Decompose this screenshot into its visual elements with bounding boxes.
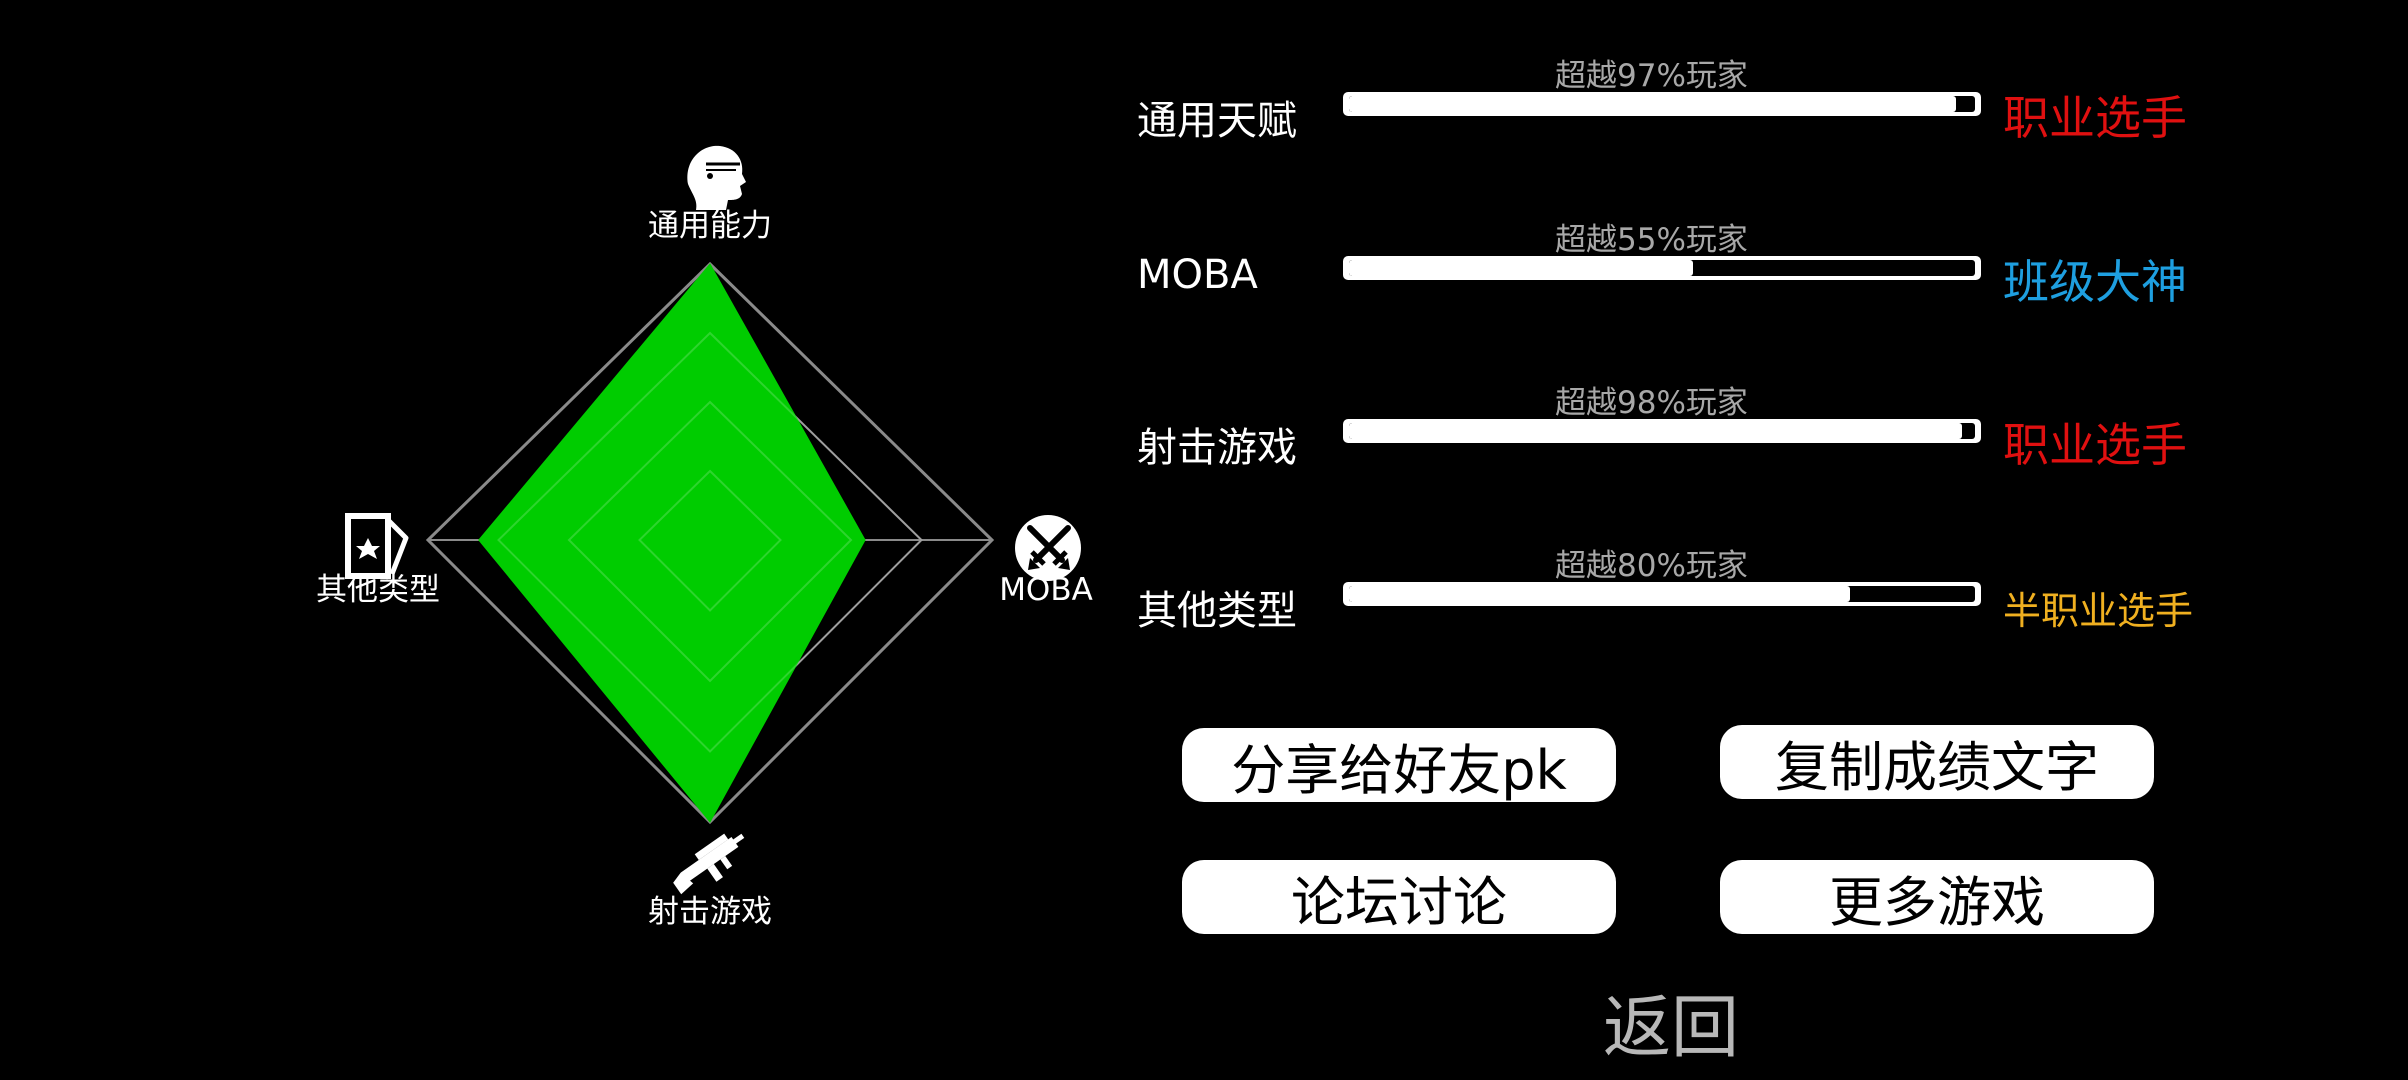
playing-card-icon (345, 513, 409, 579)
progress-bar (1343, 92, 1981, 116)
stat-rank: 班级大神 (2003, 255, 2187, 309)
stat-name: 射击游戏 (1137, 425, 1297, 471)
progress-fill (1349, 96, 1957, 112)
radar-axis-label: 其他类型 (316, 572, 440, 608)
progress-fill (1349, 586, 1850, 602)
stat-percentile: 超越80%玩家 (1555, 548, 1748, 584)
progress-track (1349, 423, 1975, 439)
rifle-icon (673, 833, 745, 895)
forum-discussion-button[interactable]: 论坛讨论 (1182, 860, 1616, 934)
radar-inner-ring (567, 400, 853, 683)
radar-axis-label: 射击游戏 (648, 894, 772, 930)
copy-results-button[interactable]: 复制成绩文字 (1720, 725, 2154, 799)
radar-inner-ring (497, 331, 923, 753)
stat-row: 射击游戏 超越98%玩家职业选手 (1137, 367, 2217, 477)
stat-name: 通用天赋 (1137, 98, 1297, 144)
progress-bar (1343, 582, 1981, 606)
progress-fill (1349, 260, 1694, 276)
share-pk-button[interactable]: 分享给好友pk (1182, 728, 1616, 802)
more-games-button[interactable]: 更多游戏 (1720, 860, 2154, 934)
radar-labels: 通用能力 MOBA 射击游戏 其他类型 (316, 208, 1093, 930)
stat-rank: 职业选手 (2003, 418, 2187, 472)
radar-axis-label: 通用能力 (648, 208, 772, 244)
stat-row: 其他类型 超越80%玩家半职业选手 (1137, 530, 2217, 640)
progress-bar (1343, 419, 1981, 443)
progress-fill (1349, 423, 1963, 439)
stat-rank: 职业选手 (2003, 91, 2187, 145)
radar-inner-ring (638, 469, 782, 612)
stat-percentile: 超越98%玩家 (1555, 385, 1748, 421)
stat-row: 通用天赋 超越97%玩家职业选手 (1137, 40, 2217, 150)
progress-bar (1343, 256, 1981, 280)
progress-track (1349, 260, 1975, 276)
back-button[interactable]: 返回 (1602, 989, 1739, 1068)
radar-area (478, 263, 866, 823)
radar-axis-label: MOBA (999, 572, 1093, 608)
progress-track (1349, 586, 1975, 602)
crossed-swords-icon (1015, 515, 1081, 581)
radar-chart: 通用能力 MOBA 射击游戏 其他类型 (316, 145, 1093, 930)
stat-percentile: 超越97%玩家 (1555, 58, 1748, 94)
stat-percentile: 超越55%玩家 (1555, 222, 1748, 258)
head-profile-icon (687, 145, 746, 210)
progress-track (1349, 96, 1975, 112)
stat-name: 其他类型 (1137, 588, 1297, 634)
stat-rank: 半职业选手 (2003, 589, 2194, 633)
stat-name: MOBA (1137, 252, 1258, 298)
stat-row: MOBA 超越55%玩家班级大神 (1137, 204, 2217, 314)
